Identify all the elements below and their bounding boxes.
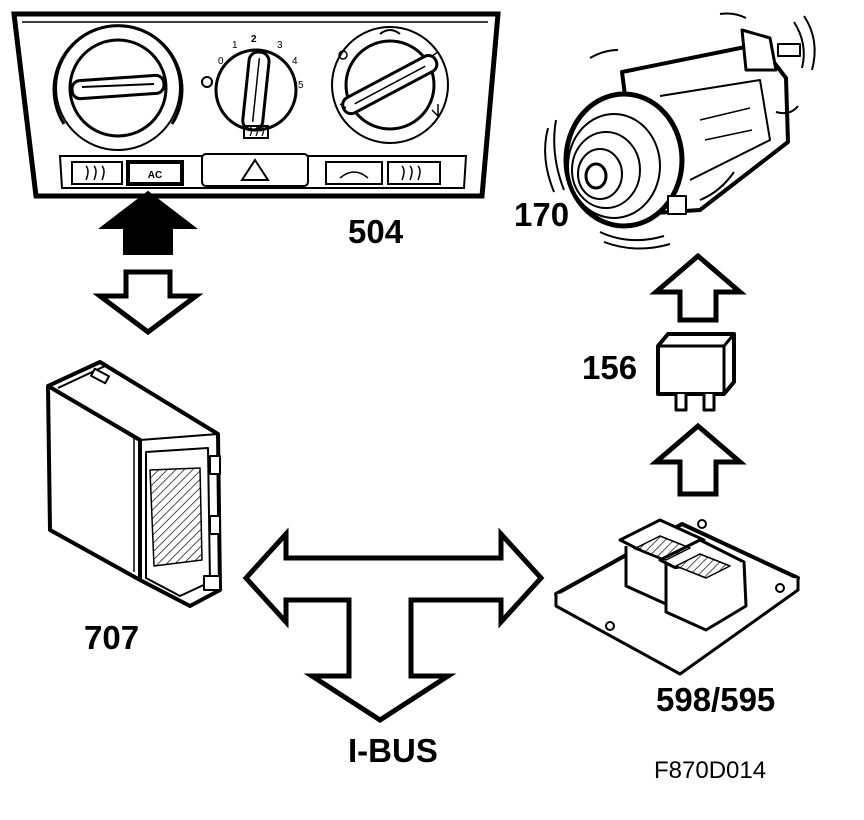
vent-icon <box>338 50 348 60</box>
climate-control-panel <box>11 11 501 199</box>
mixed-vent-icon <box>431 51 439 57</box>
air-distribution-dial <box>331 26 449 144</box>
relay-156 <box>656 332 736 412</box>
fan-speed-dial <box>201 48 298 139</box>
ac-button[interactable] <box>126 160 184 186</box>
recirculation-icon <box>339 171 369 179</box>
windshield-defrost-icon <box>379 29 401 35</box>
seat-heater-right-button[interactable] <box>387 161 441 185</box>
seat-heater-right-icon <box>401 165 421 181</box>
fan-mark-0: 0 <box>218 56 224 67</box>
engine-control-unit <box>554 518 800 676</box>
figure-code: F870D014 <box>654 757 766 784</box>
input-arrow-solid <box>98 190 198 255</box>
arrow-down-to-707 <box>92 269 204 336</box>
label-504: 504 <box>348 213 404 250</box>
floor-vent-icon <box>431 104 439 117</box>
hazard-icon <box>240 158 270 181</box>
fan-mark-5: 5 <box>298 80 304 91</box>
ibus-arrow <box>242 527 545 723</box>
fan-dial-marks: 0 1 2 3 4 5 <box>218 34 304 91</box>
arrow-up-to-170 <box>649 252 747 323</box>
ac-button-label: AC <box>148 170 162 181</box>
ac-compressor-170 <box>563 28 801 229</box>
label-170: 170 <box>514 196 569 233</box>
fan-mark-2: 2 <box>251 34 257 45</box>
control-module-707 <box>46 360 222 608</box>
label-598-595: 598/595 <box>656 681 775 718</box>
arrow-up-to-156 <box>649 422 747 497</box>
hazard-button[interactable] <box>201 153 309 187</box>
temperature-dial <box>52 24 184 151</box>
label-156: 156 <box>582 349 637 386</box>
seat-heater-left-icon <box>85 165 105 181</box>
vibration-lines <box>544 12 816 250</box>
fan-mark-3: 3 <box>277 40 283 51</box>
label-707: 707 <box>84 619 139 656</box>
face-vent-icon <box>339 103 347 109</box>
fan-mark-1: 1 <box>232 40 238 51</box>
fan-icon <box>201 76 213 88</box>
label-ibus: I-BUS <box>348 732 438 769</box>
rear-defrost-icon <box>243 125 269 139</box>
seat-heater-left-button[interactable] <box>71 161 123 185</box>
recirculation-button[interactable] <box>325 161 383 185</box>
fan-mark-4: 4 <box>292 56 298 67</box>
